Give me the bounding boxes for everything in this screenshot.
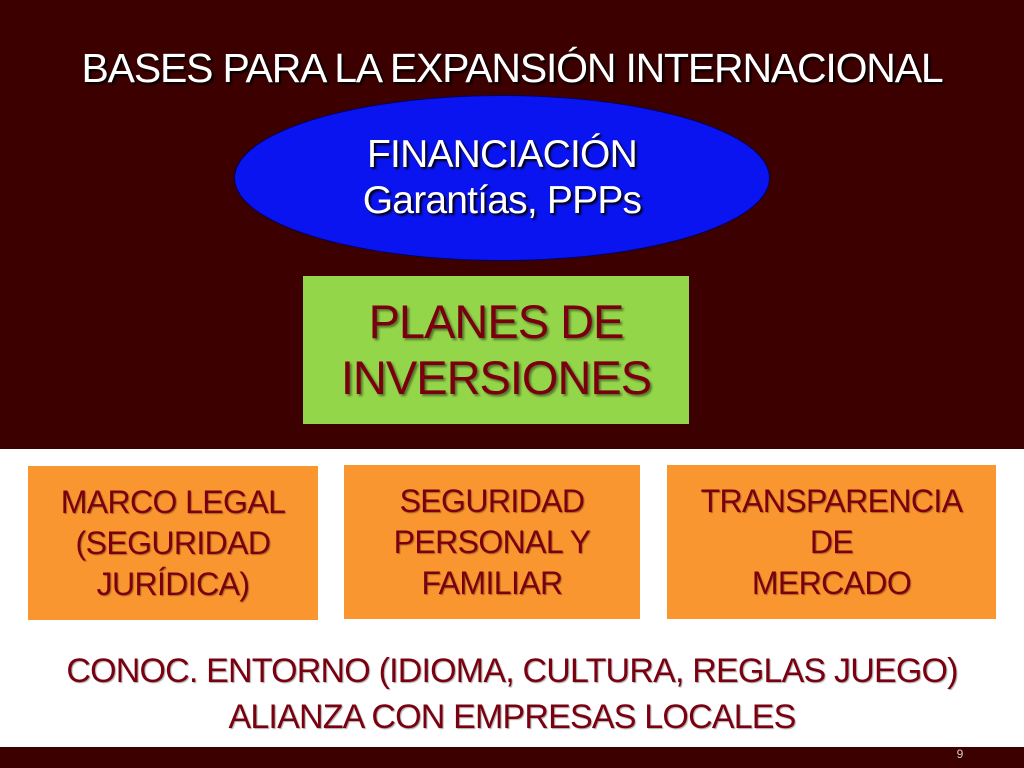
pillar-line: MERCADO bbox=[751, 564, 912, 601]
pillar-line: SEGURIDAD bbox=[399, 482, 585, 519]
financing-sublabel: Garantías, PPPs bbox=[362, 179, 642, 222]
foundation-text: CONOC. ENTORNO (IDIOMA, CULTURA, REGLAS … bbox=[0, 648, 1024, 740]
market-transparency-box: TRANSPARENCIA DE MERCADO bbox=[667, 465, 996, 619]
slide-title: BASES PARA LA EXPANSIÓN INTERNACIONAL bbox=[81, 45, 944, 91]
investment-plans-line2: INVERSIONES bbox=[340, 351, 652, 404]
pillar-line: (SEGURIDAD bbox=[75, 524, 272, 561]
pillar-line: DE bbox=[809, 523, 854, 560]
pillar-line: JURÍDICA) bbox=[96, 565, 250, 602]
page-number: 9 bbox=[956, 747, 964, 761]
pillar-line: MARCO LEGAL bbox=[60, 483, 286, 520]
pillar-line: TRANSPARENCIA bbox=[700, 482, 963, 519]
pillar-line: FAMILIAR bbox=[421, 564, 563, 601]
foundation-line2: ALIANZA CON EMPRESAS LOCALES bbox=[228, 698, 796, 736]
personal-security-box: SEGURIDAD PERSONAL Y FAMILIAR bbox=[344, 465, 640, 619]
foundation-line1: CONOC. ENTORNO (IDIOMA, CULTURA, REGLAS … bbox=[66, 652, 958, 690]
footer-band bbox=[0, 747, 1024, 768]
investment-plans-line1: PLANES DE bbox=[368, 295, 625, 348]
financing-ellipse: FINANCIACIÓN Garantías, PPPs bbox=[234, 95, 770, 261]
pillar-line: PERSONAL Y bbox=[393, 523, 591, 560]
legal-framework-box: MARCO LEGAL (SEGURIDAD JURÍDICA) bbox=[28, 466, 318, 620]
investment-plans-box: PLANES DE INVERSIONES bbox=[303, 276, 689, 424]
financing-label: FINANCIACIÓN bbox=[367, 133, 638, 176]
